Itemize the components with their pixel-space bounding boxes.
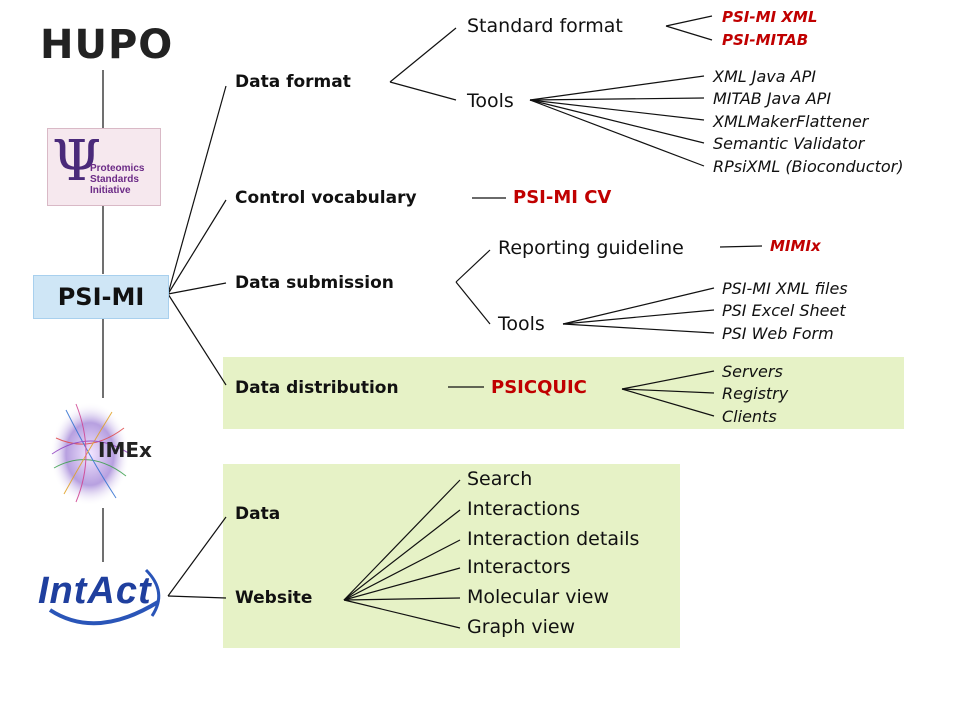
connector-df-tools — [389, 81, 457, 101]
website-item-1: Interactions — [467, 498, 580, 520]
hupo-logo-text: HUPO — [40, 22, 174, 68]
connector-subtool-3 — [562, 323, 715, 334]
sub-tool-item-0: PSI-MI XML files — [722, 279, 848, 298]
connector-tool-2 — [529, 97, 705, 101]
imex-logo-text: IMEx — [98, 438, 152, 462]
data-format-label: Data format — [235, 72, 351, 92]
connector-web-4 — [343, 567, 461, 601]
connector-sub-tools — [455, 281, 491, 325]
connector-df-standard — [389, 27, 457, 83]
psi-line2: Standards — [90, 174, 139, 185]
df-tool-item-0: XML Java API — [713, 67, 816, 86]
mimix-label: MIMIx — [770, 237, 821, 255]
connector-tool-5 — [529, 99, 705, 167]
connector-web-2 — [343, 509, 461, 601]
connector-root-distribution — [167, 293, 227, 386]
connector-dist-3 — [621, 388, 715, 417]
website-item-5: Graph view — [467, 616, 576, 638]
standard-format-item-0: PSI-MI XML — [722, 8, 818, 26]
dist-item-2: Clients — [722, 407, 777, 426]
standard-format-item-1: PSI-MITAB — [722, 31, 809, 49]
data-distribution-label: Data distribution — [235, 378, 399, 398]
reporting-guideline-label: Reporting guideline — [498, 237, 684, 259]
connector-root-submission — [167, 282, 227, 295]
psi-mi-cv-label: PSI-MI CV — [513, 187, 612, 208]
psicquic-label: PSICQUIC — [491, 377, 587, 398]
psi-line3: Initiative — [90, 185, 131, 196]
df-tool-item-3: Semantic Validator — [713, 134, 865, 153]
intact-highlight — [223, 464, 680, 648]
connector-subtool-1 — [562, 287, 715, 325]
website-item-3: Interactors — [467, 556, 571, 578]
connector-sub-guideline — [455, 249, 491, 283]
connector-web-1 — [343, 479, 461, 601]
imex-network-graphic — [50, 402, 131, 506]
intact-logo: IntAct — [36, 560, 170, 632]
hupo-logo: HUPO — [40, 22, 173, 68]
connector-web-3 — [343, 539, 461, 601]
connector-std-xml — [665, 15, 713, 27]
df-tool-item-2: XMLMakerFlattener — [713, 112, 869, 131]
sub-tool-item-1: PSI Excel Sheet — [722, 301, 846, 320]
connector-guideline-item — [719, 245, 763, 248]
connector-subtool-2 — [562, 309, 715, 325]
psi-line1: Proteomics — [90, 163, 145, 174]
dist-item-1: Registry — [722, 384, 789, 403]
website-item-4: Molecular view — [467, 586, 609, 608]
connector-tool-3 — [529, 99, 705, 121]
connector-tool-4 — [529, 99, 705, 144]
psi-logo: Ψ Proteomics Standards Initiative — [47, 128, 161, 206]
df-tool-item-1: MITAB Java API — [713, 89, 832, 108]
psi-symbol: Ψ — [52, 129, 102, 194]
intact-swoosh — [48, 568, 161, 626]
connector-intact-website — [167, 595, 227, 599]
data-distribution-highlight — [223, 357, 904, 429]
connector-std-mitab — [665, 25, 713, 41]
connector-dist-1 — [621, 370, 715, 390]
website-item-2: Interaction details — [467, 528, 640, 550]
imex-logo: IMEx — [46, 398, 160, 508]
intact-logo-text: IntAct — [38, 570, 152, 612]
data-submission-label: Data submission — [235, 273, 394, 293]
standard-format-label: Standard format — [467, 15, 623, 37]
sub-tool-item-2: PSI Web Form — [722, 324, 834, 343]
psi-mi-root-box: PSI-MI — [33, 275, 169, 319]
connector-web-6 — [343, 599, 461, 629]
dist-item-0: Servers — [722, 362, 783, 381]
connector-root-dataformat — [167, 85, 227, 295]
control-vocabulary-label: Control vocabulary — [235, 188, 417, 208]
connector-root-cv — [167, 199, 227, 295]
connector-tool-1 — [529, 75, 705, 101]
connector-web-5 — [343, 597, 461, 601]
connector-intact-data — [167, 516, 227, 597]
df-tool-item-4: RPsiXML (Bioconductor) — [713, 157, 904, 176]
data-format-tools-label: Tools — [467, 90, 514, 112]
intact-data-label: Data — [235, 504, 281, 524]
connector-dist-2 — [621, 388, 715, 394]
psi-mi-root-label: PSI-MI — [57, 283, 145, 311]
data-submission-tools-label: Tools — [498, 313, 545, 335]
intact-website-label: Website — [235, 588, 313, 608]
website-item-0: Search — [467, 468, 533, 490]
